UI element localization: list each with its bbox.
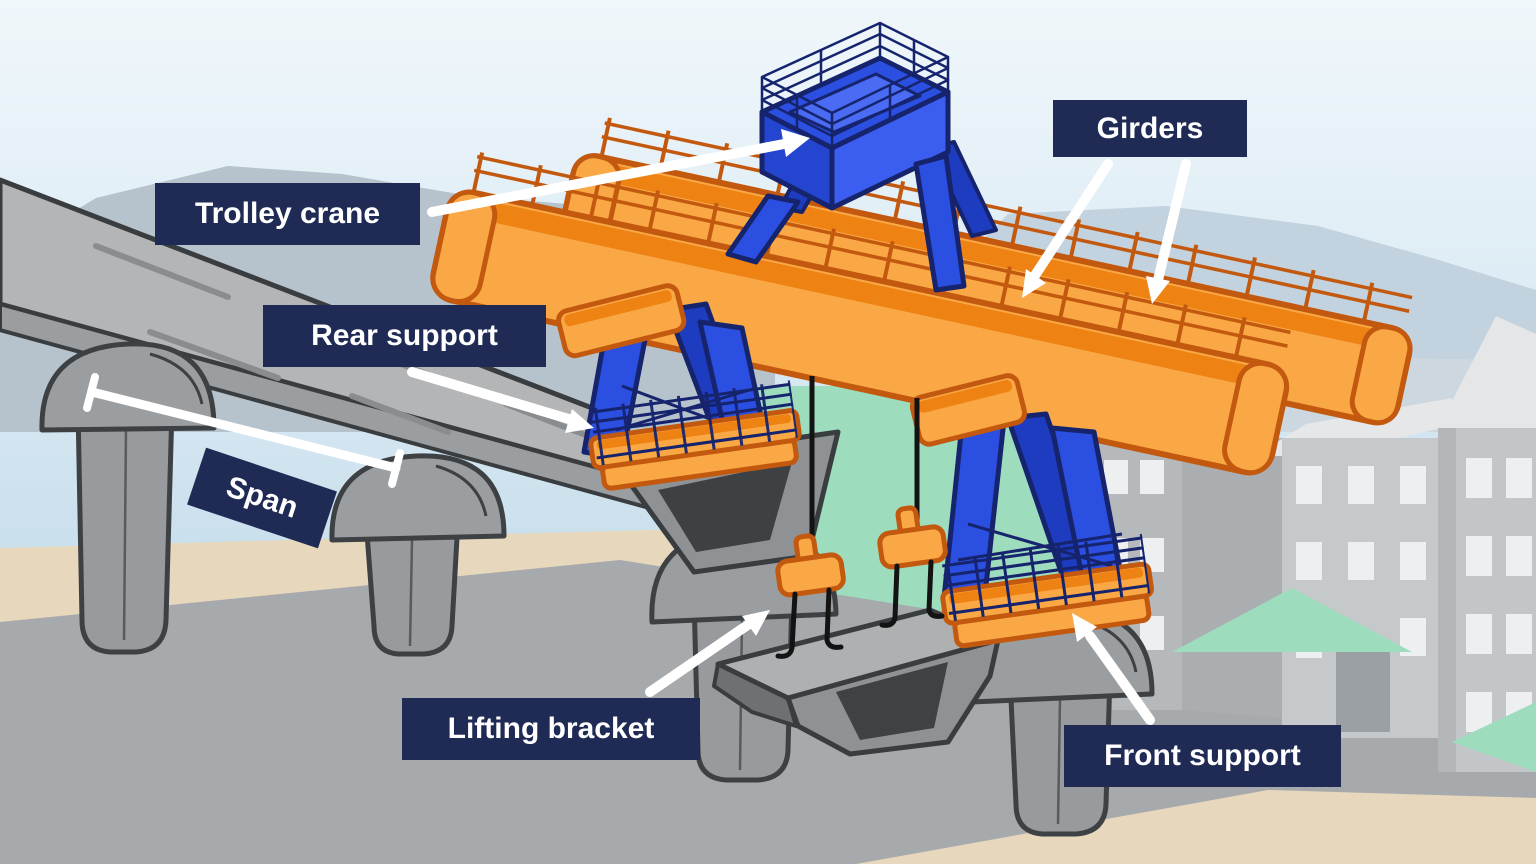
building-side-face bbox=[1182, 438, 1282, 718]
label-rear-support-text: Rear support bbox=[311, 319, 498, 352]
grass-patch-right bbox=[1452, 702, 1536, 772]
trolley-crane bbox=[725, 21, 998, 293]
crane-front-left-leg bbox=[725, 193, 801, 265]
girders-arrow-right bbox=[1146, 159, 1191, 304]
front-support-platform bbox=[940, 533, 1154, 649]
bracket-2-claws bbox=[879, 559, 945, 628]
label-front-support-text: Front support bbox=[1104, 739, 1301, 772]
lifting-bracket-arrow bbox=[645, 610, 770, 697]
grass-patch-left bbox=[1172, 588, 1412, 652]
label-girders: Girders bbox=[1053, 100, 1247, 157]
front-girder bbox=[430, 152, 1292, 476]
crane-railing bbox=[760, 21, 950, 148]
span-measure-arrow bbox=[83, 373, 404, 488]
pier-2 bbox=[329, 453, 507, 657]
label-rear-support: Rear support bbox=[263, 305, 546, 367]
lifting-bracket-2 bbox=[877, 505, 948, 570]
crane-right-face bbox=[829, 89, 951, 211]
segment-hollow bbox=[836, 662, 948, 740]
front-platform-railing bbox=[942, 533, 1151, 621]
building-main-door bbox=[1336, 646, 1390, 732]
label-lifting-bracket-text: Lifting bracket bbox=[447, 712, 655, 745]
girders-arrow-left bbox=[1022, 159, 1113, 298]
rear-crossbeam bbox=[556, 283, 687, 359]
crane-front-right-leg bbox=[913, 153, 967, 293]
annotation-arrows bbox=[83, 129, 1191, 725]
label-girders-text: Girders bbox=[1096, 111, 1204, 145]
label-trolley-crane: Trolley crane bbox=[155, 183, 420, 245]
rear-support-arrow bbox=[407, 367, 594, 433]
building-right-windows bbox=[1466, 458, 1532, 732]
bracket-1-claws bbox=[775, 587, 844, 659]
label-trolley-crane-text: Trolley crane bbox=[194, 197, 381, 230]
lifting-bracket-1 bbox=[775, 533, 846, 598]
rear-support-platform bbox=[588, 380, 802, 491]
building-right-roof bbox=[1438, 316, 1536, 428]
label-lifting-bracket: Lifting bracket bbox=[402, 698, 700, 760]
label-span-text: Span bbox=[222, 470, 303, 525]
hoist-cables bbox=[775, 376, 948, 659]
front-support-arrow bbox=[1072, 613, 1155, 725]
building-right-shade bbox=[1438, 428, 1456, 772]
label-front-support: Front support bbox=[1064, 725, 1341, 787]
launching-gantry bbox=[430, 21, 1414, 659]
trolley-crane-arrow bbox=[427, 129, 810, 217]
rear-platform-railing bbox=[590, 380, 798, 466]
